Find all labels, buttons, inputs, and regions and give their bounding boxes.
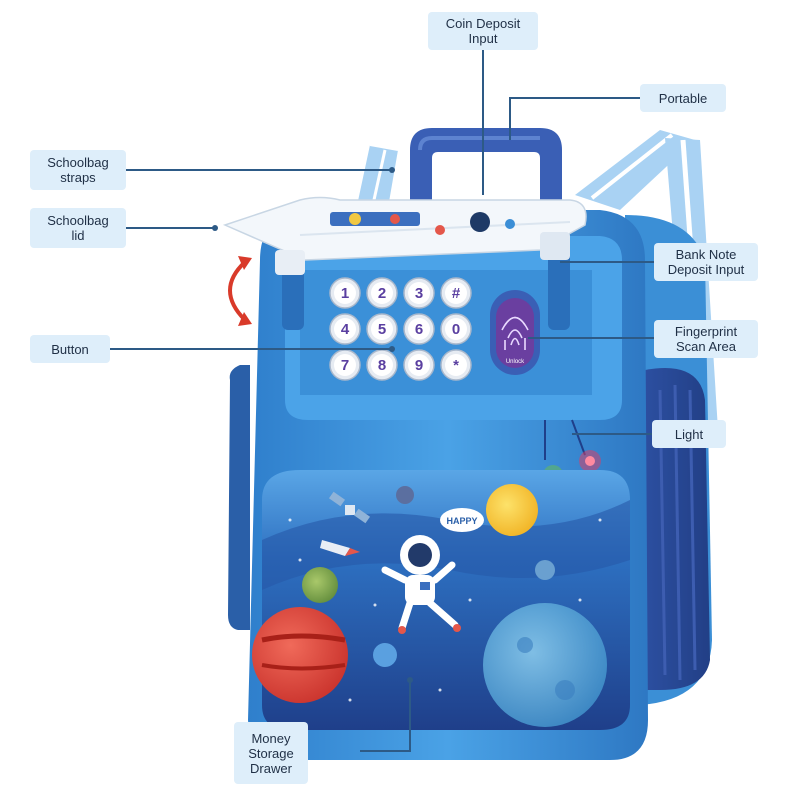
keypad-label: 9 — [415, 357, 423, 374]
keypad-label: 2 — [378, 285, 386, 302]
fingerprint-icon — [501, 316, 529, 350]
keypad-label: 4 — [341, 321, 350, 338]
keypad-button-4[interactable]: 4 — [329, 313, 361, 345]
keypad-button-6[interactable]: 6 — [403, 313, 435, 345]
keypad-button-3[interactable]: 3 — [403, 277, 435, 309]
leader-lines — [110, 50, 654, 752]
keypad: 1 2 3 #4 5 6 0 7 8 9 * — [329, 277, 472, 381]
keypad-button-8[interactable]: 8 — [366, 349, 398, 381]
keypad-button-2[interactable]: 2 — [366, 277, 398, 309]
keypad-label: 6 — [415, 321, 423, 338]
keypad-label: 0 — [452, 321, 460, 338]
keypad-button-5[interactable]: 5 — [366, 313, 398, 345]
satellite-icon — [328, 491, 371, 524]
keypad-label: 3 — [415, 285, 423, 302]
keypad-label: 5 — [378, 321, 386, 338]
money-storage-drawer: HAPPY — [252, 470, 630, 730]
keypad-label: # — [452, 285, 461, 302]
keypad-button-star[interactable]: * — [440, 349, 472, 381]
sticker-text: HAPPY — [446, 516, 477, 526]
keypad-button-9[interactable]: 9 — [403, 349, 435, 381]
keypad-button-hash[interactable]: # — [440, 277, 472, 309]
label-portable: Portable — [640, 84, 726, 112]
astronaut-icon — [381, 535, 461, 634]
happy-bubble: HAPPY — [440, 508, 484, 532]
keypad-button-7[interactable]: 7 — [329, 349, 361, 381]
handle — [410, 128, 562, 210]
schoolbag-lid — [222, 196, 587, 275]
fingerprint-text: Unlock — [506, 359, 525, 365]
keypad-button-1[interactable]: 1 — [329, 277, 361, 309]
keypad-label: 7 — [341, 357, 349, 374]
keypad-label: 1 — [341, 285, 349, 302]
fingerprint-pad[interactable]: Unlock — [490, 290, 540, 375]
keypad-button-0[interactable]: 0 — [440, 313, 472, 345]
planet-icon — [252, 607, 348, 703]
label-light: Light — [652, 420, 726, 448]
red-arrow-icon — [228, 256, 252, 326]
keypad-label: 8 — [378, 357, 386, 374]
keypad-label: * — [453, 357, 459, 374]
label-button: Button — [30, 335, 110, 363]
rocket-icon — [320, 540, 360, 556]
